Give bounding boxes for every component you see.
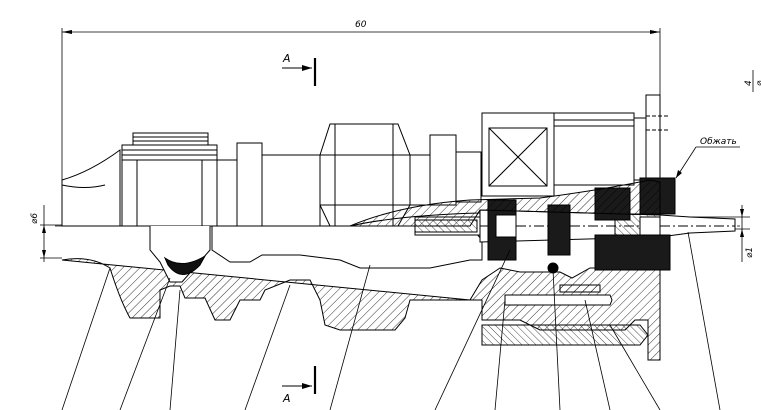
crimp-note-text: Обжать (700, 137, 737, 147)
crimp-note: Обжать (675, 137, 740, 179)
overall-length-value: 60 (355, 20, 367, 30)
edge-fraction-numerator: ⌀ (755, 80, 761, 86)
section-mark-top: A (282, 52, 317, 86)
edge-fraction-denominator: 4 (744, 80, 754, 86)
section-label-bottom: A (282, 392, 291, 405)
diameter-right-label: ⌀1 (745, 247, 755, 258)
overall-length-dimension: 60 (61, 20, 661, 215)
edge-fraction-annotation: ⌀ 4 (744, 70, 761, 92)
section-label-top: A (282, 52, 291, 65)
section-mark-bottom: A (282, 366, 317, 405)
leader-lines (61, 231, 721, 410)
sectional-view-lower (61, 177, 736, 361)
diameter-right-dimension: ⌀1 (690, 205, 755, 262)
diameter-left-label: ⌀6 (30, 213, 40, 224)
diameter-left-dimension: ⌀6 (30, 205, 62, 262)
